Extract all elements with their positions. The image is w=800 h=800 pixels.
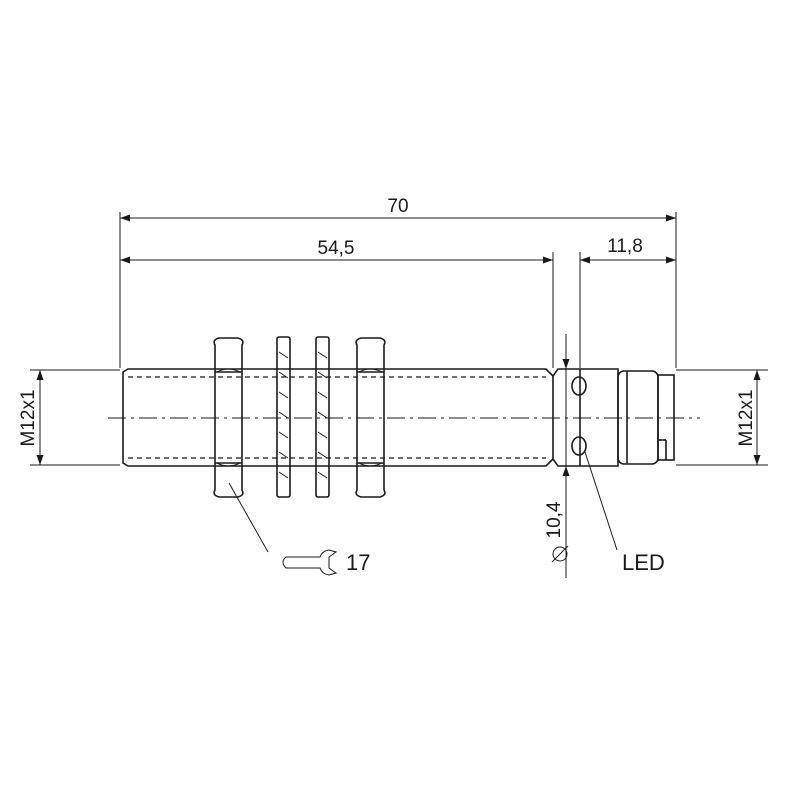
hex-nut-right <box>355 337 386 498</box>
led-callout: LED <box>584 451 665 575</box>
thread-left-label: M12x1 <box>18 389 39 446</box>
led-window <box>571 376 587 456</box>
overall-length-label: 70 <box>387 196 408 217</box>
diameter-symbol <box>551 545 569 563</box>
wrench-callout: 17 <box>228 482 370 576</box>
dimension-overall-length: 70 <box>120 196 676 222</box>
hex-nut-left <box>213 337 244 498</box>
diameter-label: 10,4 <box>544 501 565 538</box>
thread-length-label: 54,5 <box>318 238 355 259</box>
connector-length-label: 11,8 <box>607 236 643 257</box>
dimension-thread-right: M12x1 <box>736 370 761 465</box>
lock-washer-left <box>276 336 291 498</box>
lock-washer-right <box>315 336 330 498</box>
dimension-diameter: 10,4 <box>544 346 570 563</box>
dimension-connector-length: 11,8 <box>580 236 676 264</box>
wrench-size-label: 17 <box>346 550 370 575</box>
led-label: LED <box>622 550 665 575</box>
dimension-thread-left: M12x1 <box>18 370 44 465</box>
dimension-thread-length: 54,5 <box>120 238 553 264</box>
thread-right-label: M12x1 <box>736 389 757 446</box>
extension-lines <box>30 212 768 578</box>
wrench-icon <box>282 549 338 576</box>
